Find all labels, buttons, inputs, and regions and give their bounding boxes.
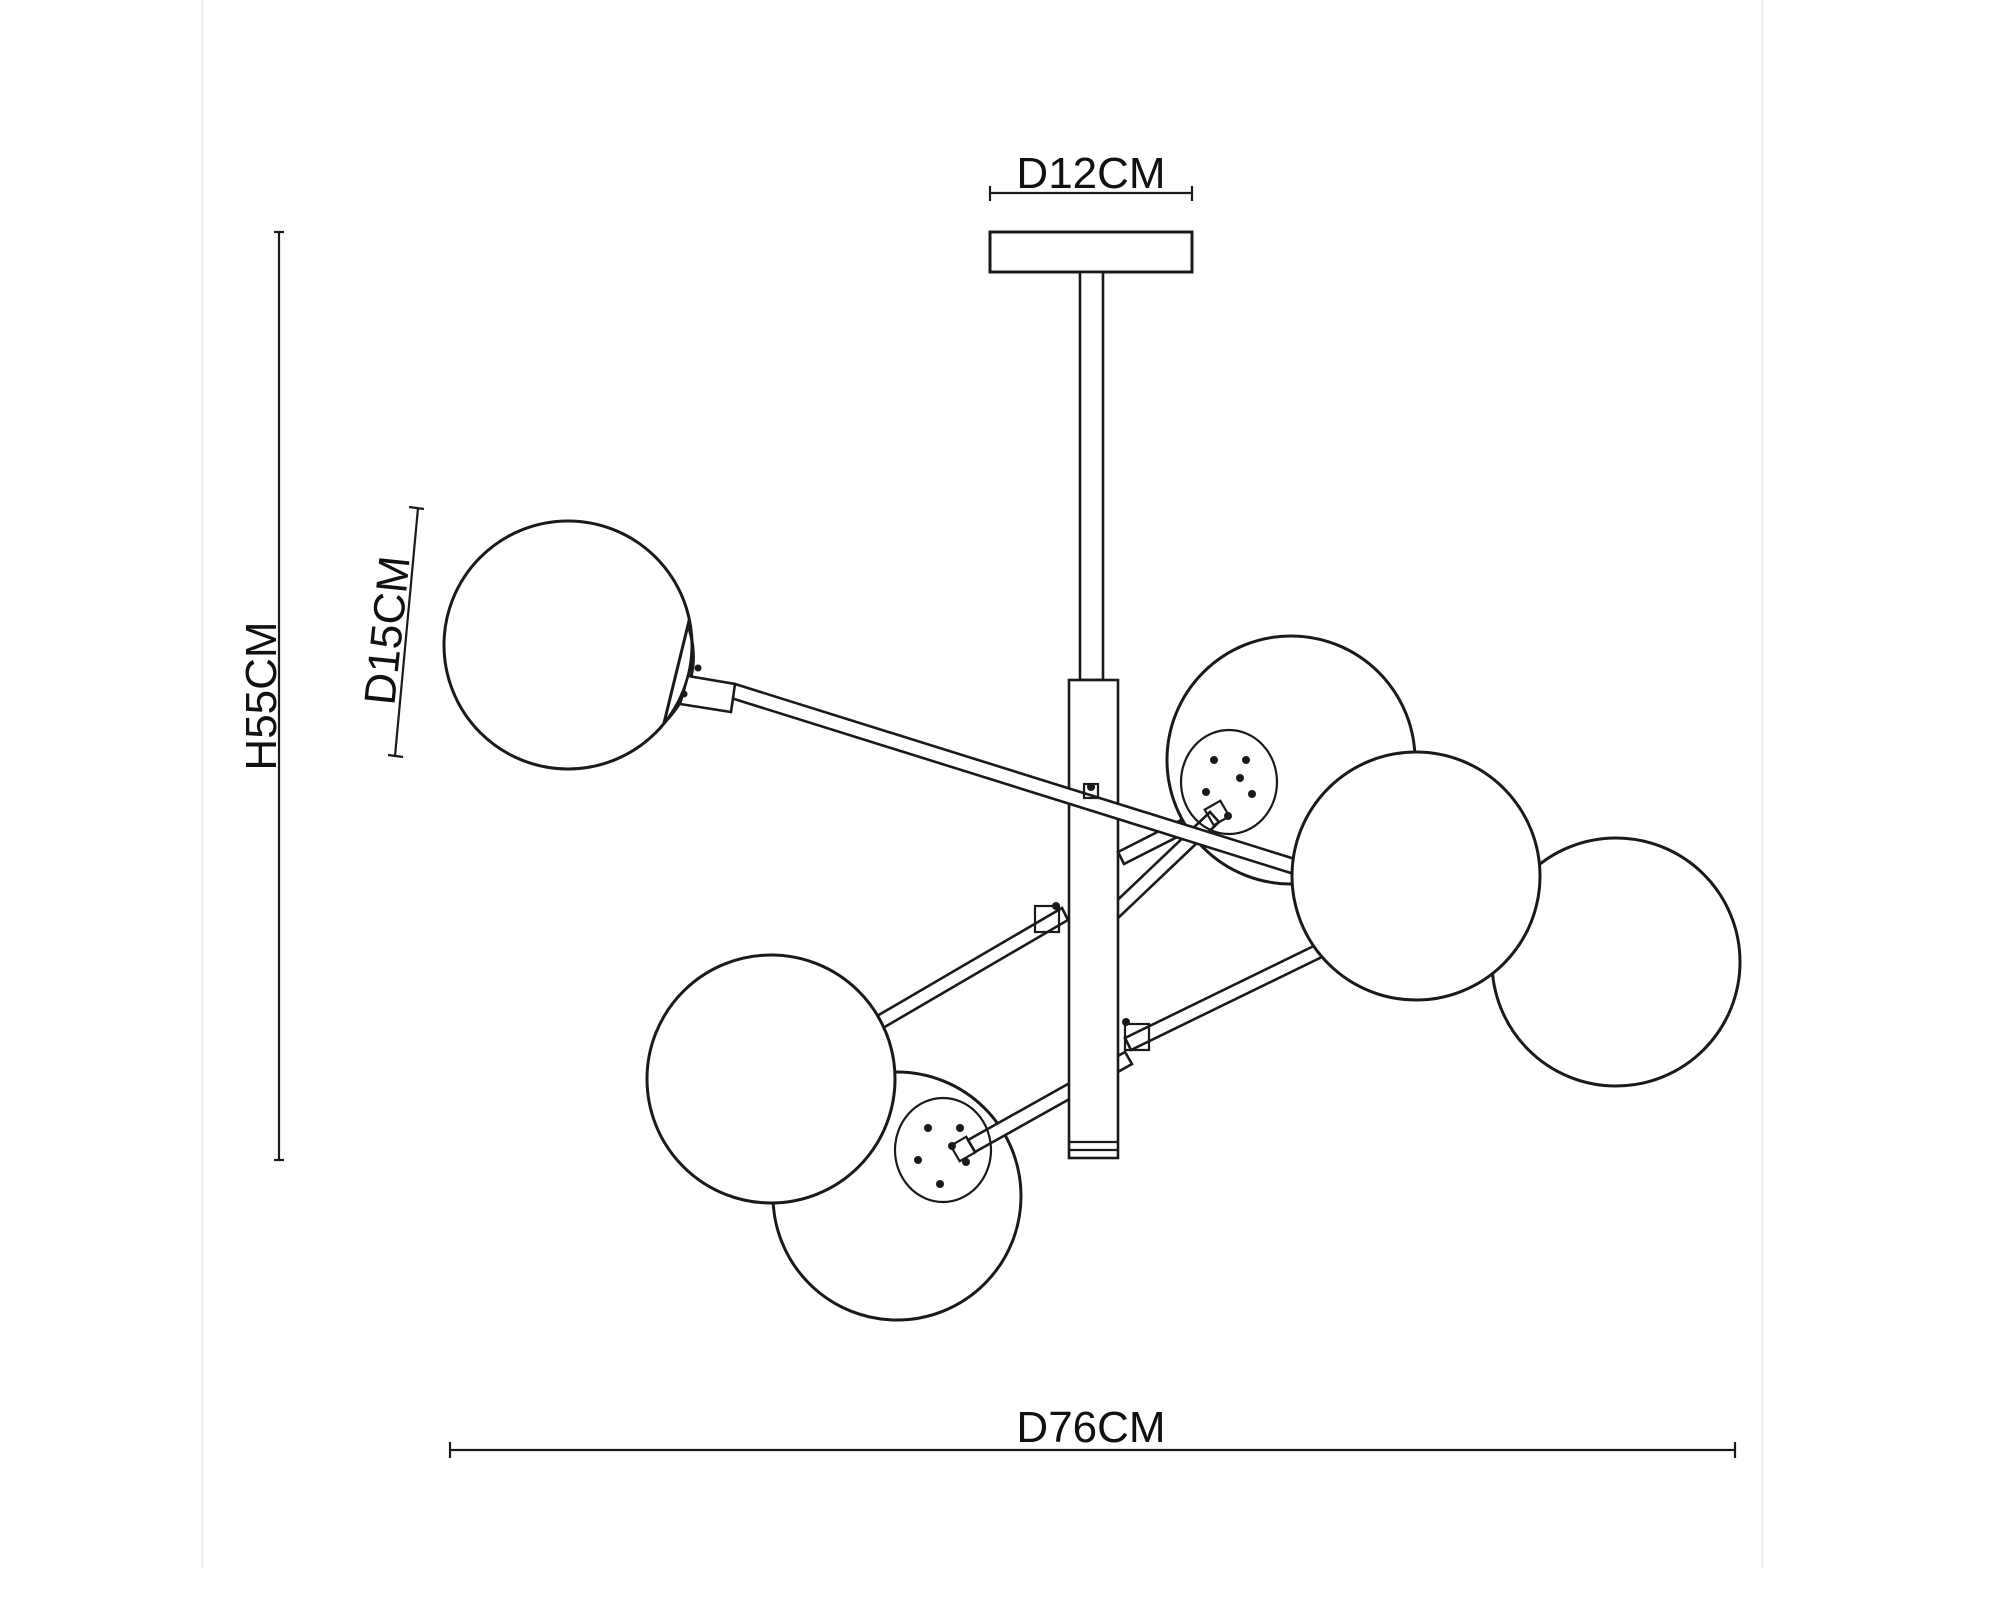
- globe-diameter-label: D15CM: [355, 554, 419, 707]
- overall-dimension: D76CM: [448, 1403, 1737, 1458]
- arm-lower-left: [875, 906, 1070, 1030]
- connector-left: [1033, 904, 1061, 934]
- globe-front-upper-right: [1290, 750, 1542, 1002]
- faceplate-upper-right: [1179, 728, 1279, 836]
- ceiling-canopy: [988, 230, 1194, 274]
- globe-upper-left: [442, 519, 694, 771]
- connector-right: [1123, 1022, 1151, 1052]
- globe-front-lower-left: [645, 953, 897, 1205]
- central-body: [1067, 678, 1120, 1160]
- canopy-dimension: D12CM: [988, 149, 1194, 201]
- socket-upper-right: [1203, 799, 1231, 827]
- height-dimension: H55CM: [237, 230, 286, 1162]
- overall-diameter-label: D76CM: [1016, 1403, 1165, 1452]
- globe-dimension: D15CM: [355, 505, 425, 759]
- arm-lower-right: [1123, 940, 1330, 1052]
- canopy-diameter-label: D12CM: [1016, 149, 1165, 198]
- socket-lower-left: [949, 1135, 977, 1163]
- socket-upper-left: [678, 674, 737, 714]
- height-label: H55CM: [237, 621, 286, 770]
- down-rod: [1078, 270, 1105, 682]
